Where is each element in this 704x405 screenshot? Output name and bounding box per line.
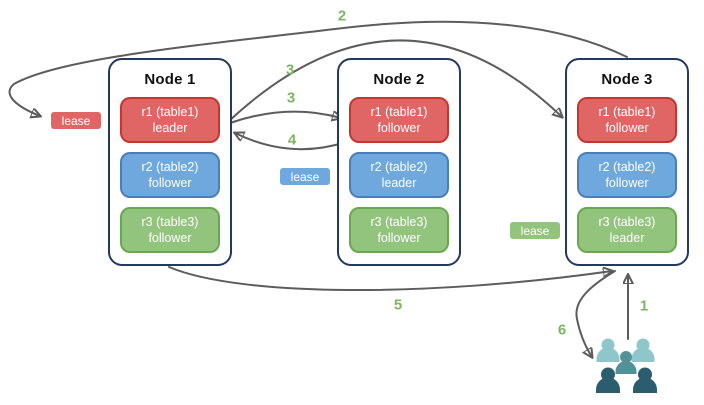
replica-name: r1 (table1): [370, 104, 428, 119]
replica-role: follower: [377, 121, 421, 135]
node3-replica-r3: r3 (table3) leader: [577, 207, 677, 253]
node3-replica-r1: r1 (table1) follower: [577, 97, 677, 143]
replica-name: r2 (table2): [598, 159, 656, 174]
replica-role: follower: [377, 231, 421, 245]
replica-name: r3 (table3): [141, 214, 199, 229]
lease-badge-r1: lease: [49, 110, 103, 131]
replica-name: r2 (table2): [141, 159, 199, 174]
replica-name: r3 (table3): [370, 214, 428, 229]
lease-label: lease: [290, 169, 320, 184]
step-label-3a: 3: [285, 61, 295, 79]
step-label-2: 2: [337, 7, 347, 25]
replica-role: follower: [605, 121, 649, 135]
arrow-step2-node3-to-lease: [8, 20, 628, 116]
node1-replica-r3: r3 (table3) follower: [120, 207, 220, 253]
lease-label: lease: [61, 113, 91, 128]
replica-role: follower: [148, 231, 192, 245]
replica-role: leader: [609, 231, 645, 245]
arrow-step6-node3-to-clients: [575, 270, 616, 357]
replica-role: leader: [381, 176, 417, 190]
node1-replica-r1: r1 (table1) leader: [120, 97, 220, 143]
arrow-step3-leader-to-node2: [229, 110, 341, 124]
node2-replica-r3: r3 (table3) follower: [349, 207, 449, 253]
step-label-4: 4: [287, 131, 297, 149]
replica-name: r1 (table1): [141, 104, 199, 119]
arrow-step4-node2-ack: [235, 133, 347, 151]
node-card-1: Node 1 r1 (table1) leader r2 (table2) fo…: [108, 58, 232, 266]
node-title: Node 2: [373, 71, 425, 88]
users-group-icon: [596, 338, 657, 393]
replica-name: r2 (table2): [370, 159, 428, 174]
arrow-step5-node1-to-node3: [168, 267, 612, 291]
lease-badge-r3: lease: [508, 220, 562, 241]
step-label-6: 6: [557, 321, 567, 339]
node2-replica-r2: r2 (table2) leader: [349, 152, 449, 198]
replica-role: leader: [152, 121, 188, 135]
node-title: Node 1: [144, 71, 196, 88]
step-label-5: 5: [393, 296, 403, 314]
arrow-step3-leader-to-node3: [228, 39, 562, 122]
lease-label: lease: [520, 223, 550, 238]
replica-name: r1 (table1): [598, 104, 656, 119]
replica-role: follower: [148, 176, 192, 190]
node-card-2: Node 2 r1 (table1) follower r2 (table2) …: [337, 58, 461, 266]
node-title: Node 3: [601, 71, 653, 88]
node-card-3: Node 3 r1 (table1) follower r2 (table2) …: [565, 58, 689, 266]
step-label-1: 1: [639, 297, 649, 315]
node1-replica-r2: r2 (table2) follower: [120, 152, 220, 198]
replica-role: follower: [605, 176, 649, 190]
node3-replica-r2: r2 (table2) follower: [577, 152, 677, 198]
node2-replica-r1: r1 (table1) follower: [349, 97, 449, 143]
step-label-3b: 3: [286, 89, 296, 107]
replica-name: r3 (table3): [598, 214, 656, 229]
lease-badge-r2: lease: [278, 166, 332, 187]
